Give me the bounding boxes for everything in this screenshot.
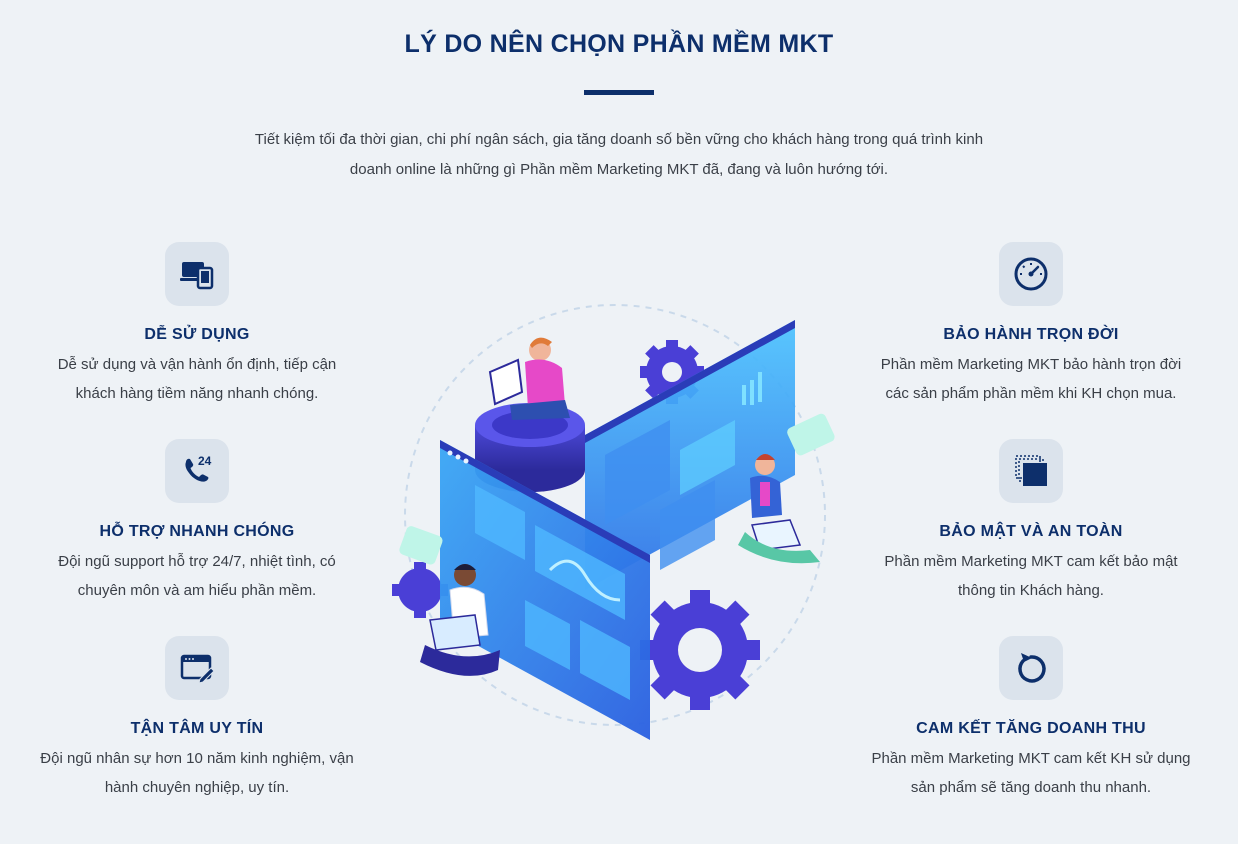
section-title: LÝ DO NÊN CHỌN PHẦN MỀM MKT [404,30,834,58]
feature-title: DỄ SỬ DỤNG [144,326,250,343]
section-intro: Tiết kiệm tối đa thời gian, chi phí ngân… [219,125,1019,185]
intro-line-1: Tiết kiệm tối đa thời gian, chi phí ngân… [254,131,984,148]
feature-desc-line: Đội ngũ nhân sự hơn 10 năm kinh nghiệm, … [40,750,354,767]
feature-desc: Dễ sử dụng và vận hành ổn định, tiếp cận… [17,350,377,408]
refresh-icon [999,636,1063,700]
feature-desc: Đội ngũ support hỗ trợ 24/7, nhiệt tình,… [17,547,377,605]
feature-desc-line: Phần mềm Marketing MKT cam kết KH sử dụn… [871,750,1191,767]
feature-desc: Phần mềm Marketing MKT cam kết KH sử dụn… [851,744,1211,802]
feature-revenue-commitment: CAM KẾT TĂNG DOANH THU Phần mềm Marketin… [851,636,1211,802]
intro-line-2: doanh online là những gì Phần mềm Market… [349,161,889,178]
feature-desc-line: các sản phẩm phần mềm khi KH chọn mua. [885,385,1177,402]
gauge-icon [999,242,1063,306]
feature-desc-line: chuyên môn và am hiểu phần mềm. [77,582,317,599]
svg-text:24: 24 [198,454,212,468]
feature-title: TẬN TÂM UY TÍN [130,720,264,737]
feature-desc: Phần mềm Marketing MKT bảo hành trọn đời… [851,350,1211,408]
feature-title: HỖ TRỢ NHANH CHÓNG [99,523,295,540]
feature-title: BẢO MẬT VÀ AN TOÀN [939,523,1123,540]
browser-edit-icon [165,636,229,700]
feature-desc: Phần mềm Marketing MKT cam kết bảo mật t… [851,547,1211,605]
feature-desc-line: Phần mềm Marketing MKT bảo hành trọn đời [880,356,1182,373]
feature-desc-line: Dễ sử dụng và vận hành ổn định, tiếp cận [57,356,337,373]
feature-title: CAM KẾT TĂNG DOANH THU [916,720,1146,737]
feature-dedicated-reputable: TẬN TÂM UY TÍN Đội ngũ nhân sự hơn 10 nă… [17,636,377,802]
feature-lifetime-warranty: BẢO HÀNH TRỌN ĐỜI Phần mềm Marketing MKT… [851,242,1211,408]
feature-security-safety: BẢO MẬT VÀ AN TOÀN Phần mềm Marketing MK… [851,439,1211,605]
feature-desc-line: khách hàng tiềm năng nhanh chóng. [75,385,319,402]
feature-desc-line: Phần mềm Marketing MKT cam kết bảo mật [884,553,1178,570]
feature-desc: Đội ngũ nhân sự hơn 10 năm kinh nghiệm, … [17,744,377,802]
feature-desc-line: sản phẩm sẽ tăng doanh thu nhanh. [910,779,1152,796]
devices-icon [165,242,229,306]
feature-title: BẢO HÀNH TRỌN ĐỜI [943,326,1119,343]
stacked-windows-icon [999,439,1063,503]
feature-desc-line: hành chuyên nghiệp, uy tín. [104,779,290,796]
feature-easy-to-use: DỄ SỬ DỤNG Dễ sử dụng và vận hành ổn địn… [17,242,377,408]
feature-desc-line: Đội ngũ support hỗ trợ 24/7, nhiệt tình,… [58,553,336,570]
title-underline [584,90,654,95]
marketing-software-illustration [380,300,850,750]
feature-desc-line: thông tin Khách hàng. [958,582,1104,599]
phone-24-icon: 24 [165,439,229,503]
feature-fast-support: 24 HỖ TRỢ NHANH CHÓNG Đội ngũ support hỗ… [17,439,377,605]
